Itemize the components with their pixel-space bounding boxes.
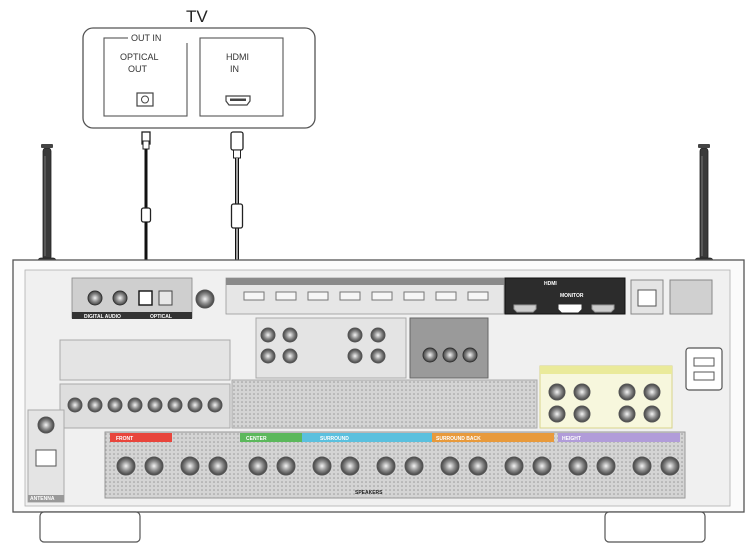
digital-audio-label: DIGITAL AUDIO [84, 314, 121, 320]
center-color-band [240, 433, 302, 442]
hdmi-in-label-1: HDMI [226, 52, 249, 62]
speaker-terminals: FRONT CENTER SURROUND SURROUND BACK HEIG… [104, 431, 686, 499]
optical-out-label-2: OUT [128, 64, 148, 74]
optical-label: OPTICAL [150, 314, 172, 320]
network-port [630, 279, 664, 315]
hdmi-label: HDMI [544, 281, 557, 287]
speaker-terminal-row [116, 456, 680, 476]
speakers-label: SPEAKERS [355, 490, 383, 496]
antenna-label: ANTENNA [30, 496, 55, 502]
surround-label: SURROUND [320, 436, 349, 442]
monitor-label: MONITOR [560, 293, 584, 299]
tv-title: TV [186, 7, 208, 26]
height-color-band [558, 433, 680, 442]
antenna-connector-block [669, 279, 713, 315]
hdmi-monitor-section: HDMI MONITOR [504, 277, 626, 315]
tv-panel: TV OUT IN OPTICAL OUT HDMI IN [82, 7, 316, 129]
hdmi-in-label-2: IN [230, 64, 239, 74]
height-speaker-block [539, 365, 673, 429]
out-in-label: OUT IN [131, 33, 161, 43]
receiver-optical-input [138, 290, 153, 306]
fm-am-antenna-section [27, 409, 65, 503]
optical-out-label-1: OPTICAL [120, 52, 159, 62]
surround-back-color-band [432, 433, 554, 442]
surround-back-label: SURROUND BACK [436, 436, 481, 442]
receiver-hdmi-monitor-out [558, 304, 582, 313]
front-label: FRONT [116, 436, 133, 442]
front-color-band [110, 433, 172, 442]
height-label: HEIGHT [562, 436, 581, 442]
surround-color-band [302, 433, 432, 442]
middle-io-section [59, 317, 538, 429]
tv-hdmi-jack [225, 95, 251, 106]
power-inlet [685, 347, 723, 391]
left-foot [39, 511, 141, 543]
digital-audio-section: DIGITAL AUDIO OPTICAL [71, 277, 215, 320]
right-foot [604, 511, 706, 543]
tv-optical-jack [136, 92, 154, 107]
center-label: CENTER [246, 436, 267, 442]
hdmi-input-strip [225, 277, 505, 315]
